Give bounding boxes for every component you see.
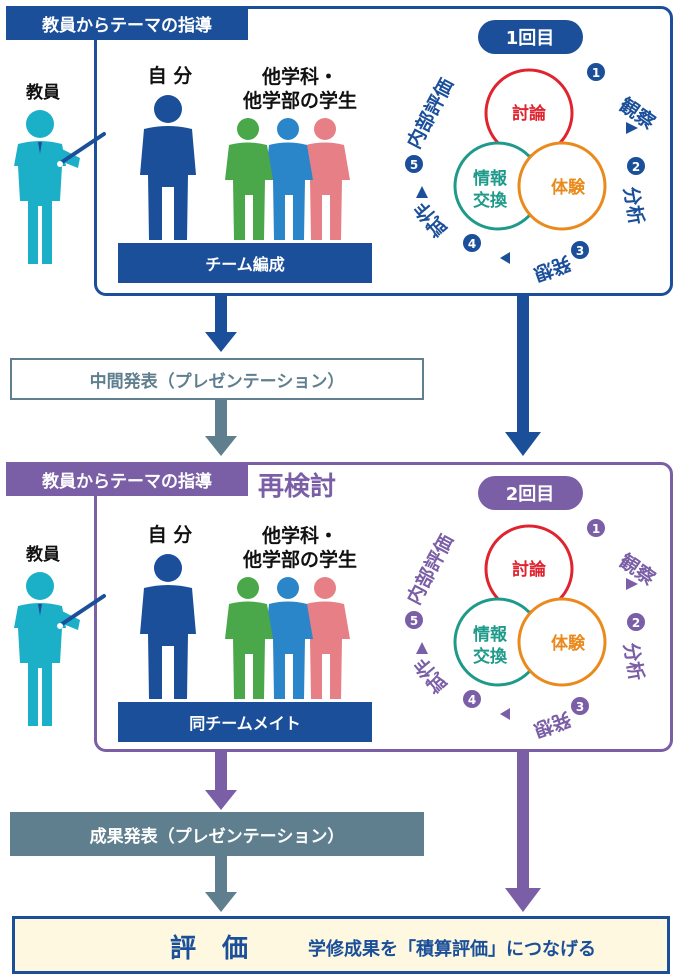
arrow-icon <box>500 252 510 264</box>
step-1-num: 1 <box>592 66 600 80</box>
info-label-2: 交換 <box>473 646 508 667</box>
step-2-num: 2 <box>632 160 640 174</box>
top-team-figures <box>140 95 350 240</box>
arrow-icon <box>416 186 428 198</box>
step-5-num: 5 <box>410 158 418 172</box>
info-label-2: 交換 <box>473 190 508 211</box>
top-flow-arrows <box>205 296 541 456</box>
step-2-num: 2 <box>632 616 640 630</box>
step-3-label: 発想 <box>531 707 576 742</box>
arrow-icon <box>626 122 638 134</box>
step-4-num: 4 <box>468 237 476 251</box>
experience-circle <box>517 141 607 231</box>
info-label-1: 情報 <box>473 168 508 189</box>
step-1-label: 観察 <box>615 93 660 134</box>
top-others-label-2: 他学部の学生 <box>242 90 357 112</box>
step-1-label: 観察 <box>615 549 660 590</box>
evaluation-title: 評 価 <box>170 934 249 964</box>
bottom-others-label-2: 他学部の学生 <box>242 549 357 571</box>
step-4-num: 4 <box>468 693 476 707</box>
step-5-label: 内部評価 <box>402 74 458 152</box>
bottom-flow-arrows <box>205 752 541 912</box>
reexamine-label: 再検討 <box>258 472 337 502</box>
top-teacher-figure <box>14 110 106 264</box>
experience-label: 体験 <box>551 633 586 654</box>
step-5-num: 5 <box>410 614 418 628</box>
arrow-icon <box>626 578 638 590</box>
experience-label: 体験 <box>551 177 586 198</box>
down-arrow-icon <box>505 888 541 912</box>
step-4-label: 試作 <box>410 198 452 242</box>
down-arrow-icon <box>205 892 237 912</box>
top-self-label: 自 分 <box>147 65 193 87</box>
step-3-num: 3 <box>576 244 584 258</box>
top-round-label: 1回目 <box>506 28 555 49</box>
bottom-teacher-label: 教員 <box>26 545 60 565</box>
step-1-num: 1 <box>592 522 600 536</box>
top-others-label-1: 他学科・ <box>261 66 338 88</box>
bottom-guidance-tab: 教員からテーマの指導 <box>6 462 248 496</box>
step-4-label: 試作 <box>410 654 452 698</box>
down-arrow-icon <box>205 436 237 456</box>
evaluation-box <box>12 916 670 974</box>
discussion-label: 討論 <box>512 103 547 124</box>
experience-circle <box>517 597 607 687</box>
step-2-label: 分析 <box>619 641 648 682</box>
evaluation-description: 学修成果を「積算評価」につなげる <box>308 939 596 960</box>
down-arrow-icon <box>505 432 541 456</box>
step-5-label: 内部評価 <box>402 530 458 608</box>
bottom-team-bar: 同チームメイト <box>118 702 372 742</box>
bottom-others-label-1: 他学科・ <box>261 525 338 547</box>
bottom-teacher-figure <box>14 572 106 726</box>
bottom-self-label: 自 分 <box>147 524 193 546</box>
arrow-icon <box>416 642 428 654</box>
step-3-label: 発想 <box>531 251 576 286</box>
mid-presentation-box: 中間発表（プレゼンテーション） <box>10 358 424 400</box>
step-3-num: 3 <box>576 700 584 714</box>
bottom-team-figures <box>140 554 350 699</box>
top-team-bar: チーム編成 <box>118 243 372 283</box>
top-teacher-label: 教員 <box>26 83 60 103</box>
top-guidance-tab: 教員からテーマの指導 <box>6 6 248 40</box>
bottom-cycle-diagram: 2回目 討論 情報 交換 体験 1 観察 2 分析 3 発想 4 試作 5 内部… <box>402 476 660 742</box>
info-label-1: 情報 <box>473 624 508 645</box>
final-presentation-box: 成果発表（プレゼンテーション） <box>10 812 424 856</box>
arrow-icon <box>500 708 510 720</box>
step-2-label: 分析 <box>619 185 648 226</box>
discussion-label: 討論 <box>512 559 547 580</box>
bottom-round-label: 2回目 <box>506 484 555 505</box>
down-arrow-icon <box>205 790 237 810</box>
top-cycle-diagram: 1回目 討論 情報 交換 体験 1 観察 2 分析 3 発想 4 試作 5 内部… <box>402 20 660 286</box>
top-round-pill <box>478 20 583 54</box>
bottom-round-pill <box>478 476 583 510</box>
down-arrow-icon <box>205 332 237 352</box>
